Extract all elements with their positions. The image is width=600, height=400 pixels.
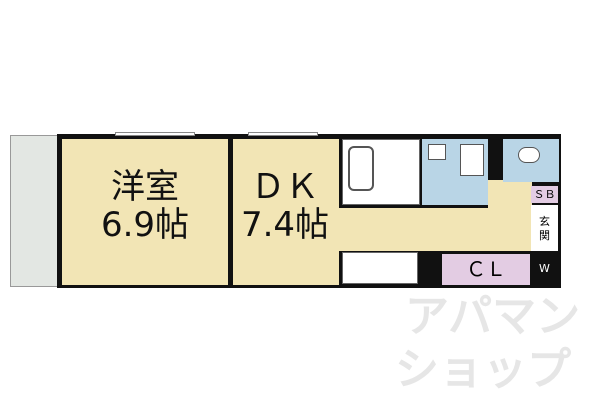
closet-label: ＣＬ: [466, 257, 506, 281]
western-room: [62, 139, 228, 285]
balcony: [10, 135, 58, 287]
watermark-line1: アパマン: [405, 291, 581, 342]
hallway: [338, 208, 532, 251]
dk-size: 7.4帖: [240, 205, 330, 245]
washer-space: [460, 144, 484, 176]
entrance-label: 玄関: [539, 215, 550, 242]
dk-room: [233, 139, 339, 285]
bathroom: [342, 139, 420, 205]
watermark-line2: ショップ: [395, 344, 571, 395]
washer-label: W: [539, 262, 550, 275]
shoe-box: ＳＢ: [531, 186, 558, 203]
window-western: [115, 132, 195, 136]
dk-name: ＤＫ: [251, 167, 319, 207]
entrance: 玄関: [531, 205, 558, 251]
closet: ＣＬ: [442, 254, 530, 285]
kitchen-counter: [342, 252, 418, 284]
dk-label: ＤＫ 7.4帖: [225, 168, 345, 244]
shoe-box-label: ＳＢ: [533, 188, 556, 201]
western-room-size: 6.9帖: [100, 205, 190, 245]
sink-icon: [428, 144, 446, 160]
hallway-upper: [488, 180, 532, 210]
window-dk: [248, 132, 318, 136]
western-room-name: 洋室: [111, 167, 179, 207]
western-room-label: 洋室 6.9帖: [62, 168, 228, 244]
toilet-icon: [518, 147, 540, 163]
bathtub: [348, 146, 374, 191]
